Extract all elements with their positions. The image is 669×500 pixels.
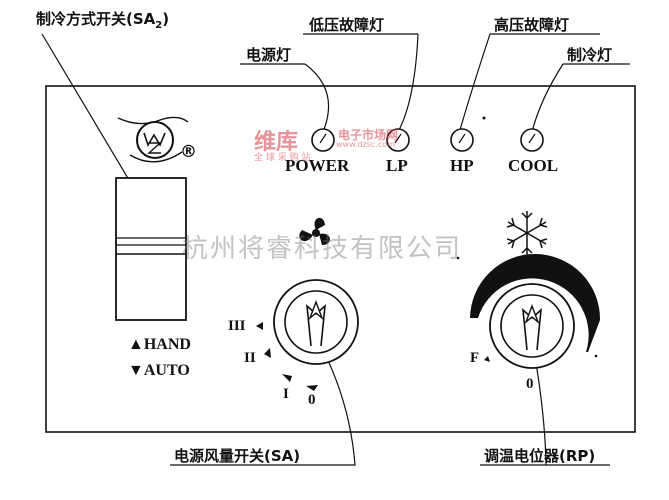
cool-lamp	[520, 128, 544, 152]
cool-lamp-label: COOL	[508, 156, 559, 175]
fan-pos-II-tick	[264, 348, 271, 358]
thermostat-callout: 调温电位器(RP)	[484, 447, 596, 465]
fan-pos-I-tick	[282, 374, 292, 382]
site-url-watermark: www.dzsc.com	[336, 140, 395, 149]
power-lamp-leader	[304, 63, 330, 133]
up-triangle-icon: ▲	[128, 336, 144, 353]
site-logo-watermark: 维库	[254, 130, 299, 155]
down-triangle-icon: ▼	[128, 362, 144, 379]
mode-rocker-switch[interactable]	[115, 177, 187, 321]
power-lamp-label: POWER	[285, 156, 350, 175]
control-panel-frame	[45, 85, 636, 433]
hand-mode-label: ▲HAND	[128, 336, 191, 353]
thermostat-knob[interactable]	[489, 283, 575, 369]
fan-switch-callout: 电源风量开关(SA)	[174, 447, 301, 465]
registered-mark: ®	[180, 142, 197, 162]
auto-mode-label: ▼AUTO	[128, 362, 190, 379]
brand-logo	[117, 116, 189, 163]
fan-pos-0-tick	[306, 385, 318, 391]
fan-pos-III-tick	[256, 322, 263, 330]
site-tagline-watermark: 全 球 采 购 站	[254, 153, 311, 163]
power-lamp	[311, 128, 335, 152]
hp-lamp	[450, 128, 474, 152]
fan-mark-I: I	[283, 386, 289, 402]
lp-lamp-leader	[397, 33, 419, 133]
power-lamp-callout: 电源灯	[246, 46, 292, 64]
hp-lamp-leader	[459, 33, 491, 131]
fan-icon	[299, 217, 330, 245]
fan-speed-knob[interactable]	[273, 279, 359, 365]
cool-lamp-callout: 制冷灯	[567, 46, 613, 64]
thermostat-range-arc	[470, 253, 601, 352]
mode-switch-callout: 制冷方式开关(SA2)	[36, 10, 170, 31]
fan-mark-0: 0	[308, 392, 316, 408]
cool-lamp-leader	[531, 63, 564, 133]
fan-mark-III: III	[228, 318, 246, 334]
thermo-mark-F: F	[470, 350, 480, 366]
lp-lamp	[386, 128, 410, 152]
company-watermark: 杭州将睿科技有限公司	[182, 234, 463, 264]
thermo-mark-0: 0	[526, 376, 534, 392]
hp-lamp-callout: 高压故障灯	[494, 16, 570, 34]
hp-lamp-label: HP	[450, 156, 474, 175]
lp-lamp-label: LP	[386, 156, 408, 175]
lp-lamp-callout: 低压故障灯	[309, 16, 385, 34]
snowflake-icon	[506, 211, 548, 255]
site-name-watermark: 电子市场网	[338, 128, 399, 142]
fan-mark-II: II	[244, 350, 256, 366]
